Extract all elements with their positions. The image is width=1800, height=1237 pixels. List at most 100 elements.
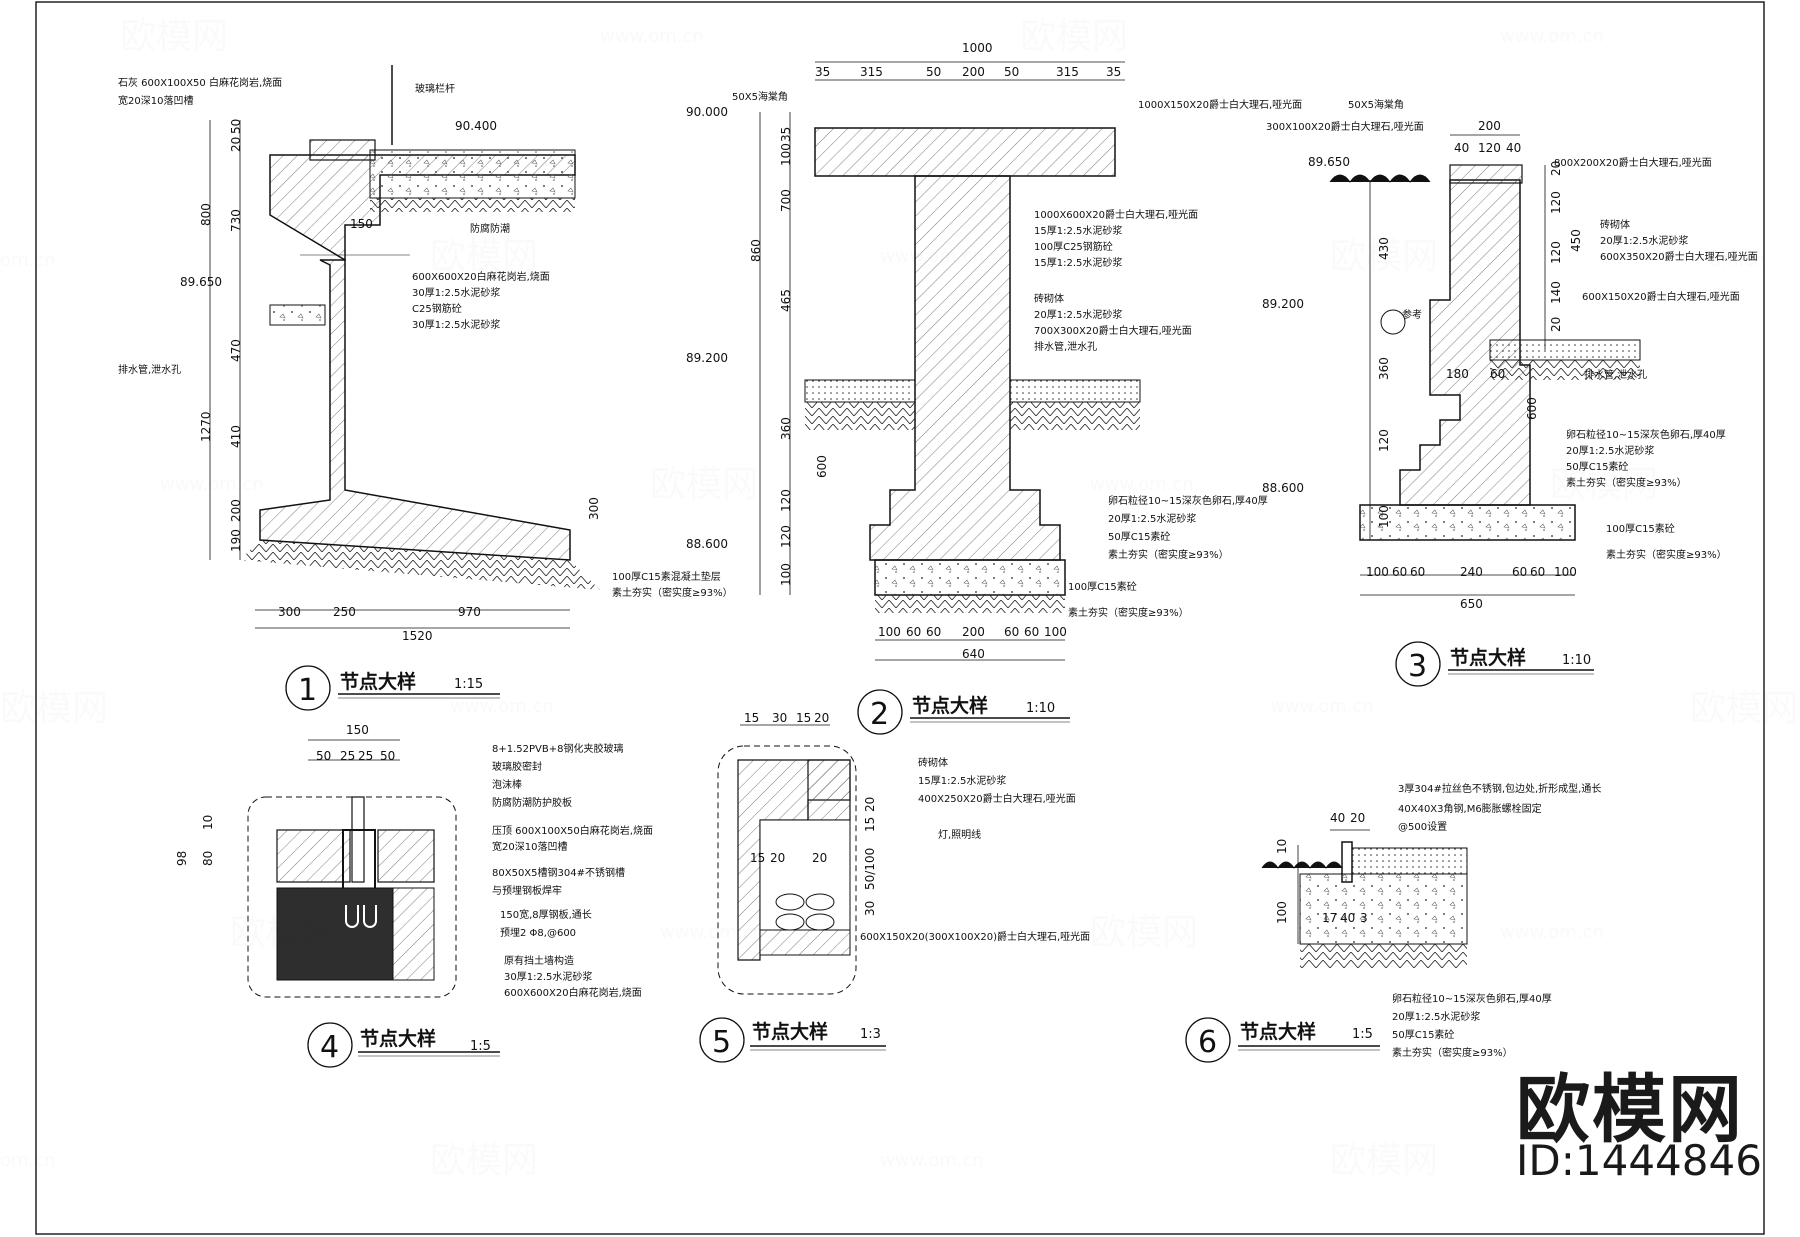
- d3-ann: 800X200X20爵士白大理石,哑光面: [1554, 156, 1712, 169]
- d5-lower-stone: [759, 929, 851, 956]
- d5-dim-r-20: 20: [863, 797, 877, 812]
- d4-ann: 600X600X20白麻花岗岩,烧面: [504, 986, 642, 999]
- d1-dim-150: 150: [350, 217, 373, 231]
- detail-number: 3: [1408, 649, 1427, 684]
- d5-dim-m-20a: 20: [770, 851, 785, 865]
- d1-dim-410: 410: [229, 425, 243, 448]
- d3-dim-l-120: 120: [1377, 429, 1391, 452]
- d2-dim-315a: 315: [860, 65, 883, 79]
- d5-dim-r-15: 15: [863, 817, 877, 832]
- d2-dim-35a: 35: [815, 65, 830, 79]
- detail-title-1: 1 节点大样 1:15: [285, 665, 500, 711]
- detail-scale: 1:10: [1562, 653, 1591, 668]
- d3-dim-l-360: 360: [1377, 357, 1391, 380]
- d2-ann: 700X300X20爵士白大理石,哑光面: [1034, 324, 1192, 337]
- d5-cap-stone: [807, 759, 851, 821]
- d2-dim-b-640: 640: [962, 647, 985, 661]
- d3-dim-40a: 40: [1454, 141, 1469, 155]
- d3-ann: 排水管,泄水孔: [1584, 368, 1647, 381]
- d5-dim-15a: 15: [744, 711, 759, 725]
- watermark-site: www.om.cn: [600, 26, 704, 47]
- d2-earth-base: [875, 595, 1065, 613]
- d1-annotations: 石灰 600X100X50 白麻花岗岩,烧面 宽20深10落凹槽 玻璃栏杆 防腐…: [118, 76, 733, 599]
- detail-title: 节点大样: [912, 694, 988, 717]
- d2-dim-b-60c: 60: [1004, 625, 1019, 639]
- d3-dim-r-20b: 20: [1549, 317, 1563, 332]
- d2-dim-600: 600: [815, 455, 829, 478]
- d3-dim-200: 200: [1478, 119, 1501, 133]
- d3-ann: 50X5海棠角: [1348, 98, 1404, 111]
- d5-dim-m-20b: 20: [812, 851, 827, 865]
- d6-ann: 3厚304#拉丝色不锈钢,包边处,折形成型,通长: [1398, 782, 1601, 795]
- d2-ann: 15厚1:2.5水泥砂浆: [1034, 256, 1122, 269]
- d4-ann: 原有挡土墙构造: [504, 954, 574, 967]
- d6-concrete: [1299, 873, 1468, 945]
- detail-scale: 1:5: [1352, 1027, 1373, 1042]
- d6-dim-3: 3: [1360, 911, 1368, 925]
- d2-ann: 20厚1:2.5水泥砂浆: [1108, 512, 1196, 525]
- d3-dim-b-60a: 60: [1392, 565, 1407, 579]
- d1-dim-b-300: 300: [278, 605, 301, 619]
- d3-pebbles: [1489, 339, 1641, 361]
- d3-dim-l-100: 100: [1377, 505, 1391, 528]
- d4-coping-left: [276, 829, 351, 883]
- d1-coping: [309, 139, 376, 161]
- d1-ann: 30厚1:2.5水泥砂浆: [412, 318, 500, 331]
- d1-dim-b-970: 970: [458, 605, 481, 619]
- d2-dim-b-100b: 100: [1044, 625, 1067, 639]
- detail-number-circle: [1395, 641, 1441, 687]
- d1-elev-1: 89.650: [180, 275, 222, 289]
- d4-dim-50b: 50: [380, 749, 395, 763]
- d4-dim-25b: 25: [358, 749, 373, 763]
- d1-dim-470: 470: [229, 339, 243, 362]
- d2-ann: 20厚1:2.5水泥砂浆: [1034, 308, 1122, 321]
- detail-number: 6: [1198, 1025, 1217, 1060]
- d2-dim-860: 860: [749, 239, 763, 262]
- d1-dim-20: 20: [229, 137, 243, 152]
- detail-number: 2: [870, 697, 889, 732]
- d2-ann: 素土夯实（密实度≥93%）: [1108, 548, 1229, 561]
- watermark-site-short: om.cn: [1710, 250, 1766, 271]
- d2-dim-100b: 100: [779, 563, 793, 586]
- watermark-brand: 欧模网: [1330, 1140, 1438, 1181]
- d4-ann: 玻璃胶密封: [492, 760, 542, 773]
- d4-anchor-left: [345, 905, 359, 928]
- d2-dim-b-200: 200: [962, 625, 985, 639]
- detail-number-circle: [307, 1022, 353, 1068]
- watermark-brand: 欧模网: [430, 236, 538, 277]
- d6-ann: @500设置: [1398, 821, 1447, 833]
- watermark-site: www.om.cn: [450, 696, 554, 717]
- d2-ann: 15厚1:2.5水泥砂浆: [1034, 224, 1122, 237]
- d2-ann: 100厚C25钢筋砼: [1034, 240, 1113, 253]
- watermark-site: www.om.cn: [1500, 922, 1604, 943]
- d2-footing: [874, 559, 1066, 596]
- d6-ann: 素土夯实（密实度≥93%）: [1392, 1046, 1513, 1059]
- d6-pebble-bed: [1351, 847, 1468, 875]
- detail-6-drawing: [1261, 829, 1468, 968]
- d2-dim-120a: 120: [779, 489, 793, 512]
- d2-ann: 1000X150X20爵士白大理石,哑光面: [1138, 98, 1302, 111]
- d3-dim-b-60c: 60: [1512, 565, 1527, 579]
- d3-dim-r-20: 20: [1549, 161, 1563, 176]
- d1-ann: 宽20深10落凹槽: [118, 94, 193, 107]
- d3-dim-b-60d: 60: [1530, 565, 1545, 579]
- d2-dim-b-60a: 60: [906, 625, 921, 639]
- d5-dim-20: 20: [814, 711, 829, 725]
- d5-annotations: 砖砌体 15厚1:2.5水泥砂浆 400X250X20爵士白大理石,哑光面 灯,…: [860, 756, 1090, 943]
- watermark-site: www.om.cn: [160, 474, 264, 495]
- d1-dim-190: 190: [229, 529, 243, 552]
- d1-dim-800: 800: [199, 203, 213, 226]
- d2-dim-1000: 1000: [962, 41, 993, 55]
- d2-dim-35b: 35: [1106, 65, 1121, 79]
- d3-ann: 素土夯实（密实度≥93%）: [1606, 548, 1727, 561]
- detail-scale: 1:15: [454, 677, 483, 692]
- d3-ann: 卵石粒径10~15深灰色卵石,厚40厚: [1566, 428, 1726, 441]
- detail-number-circle: [285, 665, 331, 711]
- d2-dim-35: 35: [779, 127, 793, 142]
- d4-anchor-right: [363, 905, 377, 928]
- d2-dim-465: 465: [779, 289, 793, 312]
- watermark-site: www.om.cn: [1090, 474, 1194, 495]
- d1-ann: 防腐防潮: [470, 222, 510, 235]
- d6-annotations: 3厚304#拉丝色不锈钢,包边处,折形成型,通长 40X40X3角钢,M6膨胀螺…: [1392, 782, 1601, 1059]
